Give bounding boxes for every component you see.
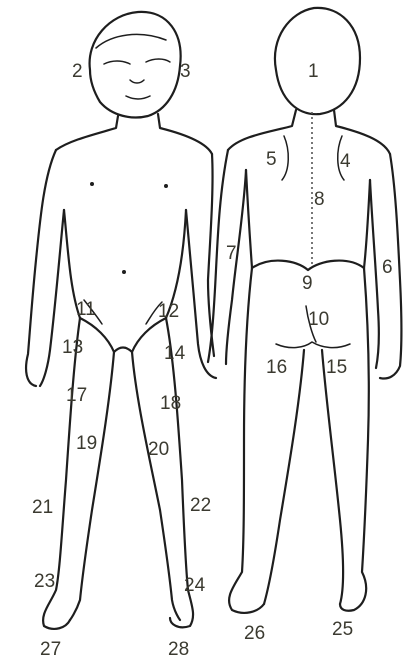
front-figure xyxy=(26,12,216,629)
label-20: 20 xyxy=(148,440,169,459)
label-10: 10 xyxy=(308,310,329,329)
label-9: 9 xyxy=(302,274,313,293)
label-2: 2 xyxy=(72,62,83,81)
label-25: 25 xyxy=(332,620,353,639)
label-14: 14 xyxy=(164,344,185,363)
label-19: 19 xyxy=(76,434,97,453)
label-17: 17 xyxy=(66,386,87,405)
label-6: 6 xyxy=(382,258,393,277)
label-22: 22 xyxy=(190,496,211,515)
label-21: 21 xyxy=(32,498,53,517)
label-26: 26 xyxy=(244,624,265,643)
label-5: 5 xyxy=(266,150,277,169)
label-18: 18 xyxy=(160,394,181,413)
label-1: 1 xyxy=(308,62,319,81)
label-7: 7 xyxy=(226,244,237,263)
label-4: 4 xyxy=(340,152,351,171)
label-23: 23 xyxy=(34,572,55,591)
label-15: 15 xyxy=(326,358,347,377)
label-11: 11 xyxy=(76,300,96,319)
back-figure xyxy=(208,8,402,613)
label-28: 28 xyxy=(168,640,189,659)
label-8: 8 xyxy=(314,190,325,209)
label-12: 12 xyxy=(158,302,179,321)
label-13: 13 xyxy=(62,338,83,357)
label-24: 24 xyxy=(184,576,205,595)
label-27: 27 xyxy=(40,640,61,659)
label-3: 3 xyxy=(180,62,191,81)
label-16: 16 xyxy=(266,358,287,377)
